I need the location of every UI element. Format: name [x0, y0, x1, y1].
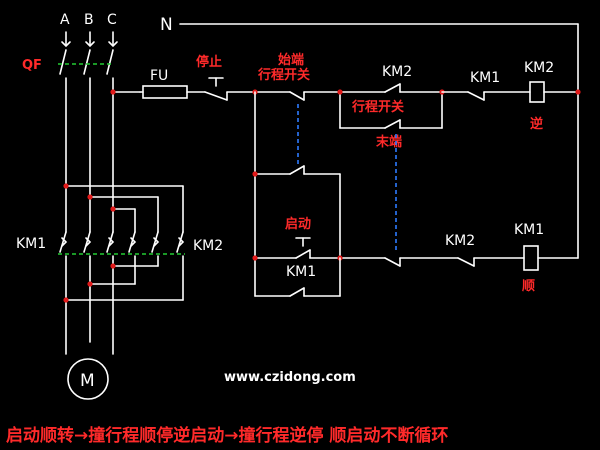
reverse-label: 逆	[530, 116, 543, 132]
phase-c-label: C	[107, 12, 117, 28]
start-label: 启动	[285, 216, 311, 232]
km1-coil-label: KM1	[514, 222, 544, 238]
power-circuit: A B C QF	[16, 12, 223, 400]
km1-interlock-nc	[467, 91, 485, 101]
km1-top-label: KM1	[470, 70, 500, 86]
qf-label: QF	[22, 58, 42, 73]
neutral-label: N	[160, 15, 173, 35]
phase-b-label: B	[84, 12, 94, 28]
phase-a-label: A	[60, 12, 70, 28]
start-button	[295, 237, 311, 259]
qf-breaker	[58, 49, 114, 75]
stop-label: 停止	[196, 54, 222, 70]
km1-coil	[523, 245, 539, 271]
website-text: www.czidong.com	[224, 370, 356, 385]
km2-main-contacts	[128, 231, 185, 253]
motor-label: M	[80, 371, 95, 391]
km2-aux-no	[384, 83, 401, 93]
km2-coil	[529, 81, 545, 103]
start-limit-no	[289, 165, 305, 175]
km1-main-label: KM1	[16, 236, 46, 252]
fuse-label: FU	[150, 68, 168, 84]
control-circuit: N FU 停止 始端 行程开关	[139, 15, 581, 297]
km2-top-label: KM2	[382, 64, 412, 80]
km2-interlock-nc	[457, 257, 475, 267]
fuse-symbol	[142, 85, 188, 99]
km2-main-label: KM2	[193, 238, 223, 254]
km1-main-contacts	[59, 231, 115, 253]
end-limit-no	[384, 119, 401, 129]
final-end-label: 末端	[375, 134, 402, 150]
km1-hold-no	[289, 287, 305, 297]
forward-label: 顺	[522, 279, 535, 294]
limit-switch-label: 行程开关	[351, 99, 404, 115]
start-end-label: 始端	[278, 52, 304, 68]
caption: 启动顺转→撞行程顺停逆启动→撞行程逆停 顺启动不断循环	[6, 425, 448, 446]
start-limit-nc	[289, 91, 305, 101]
km2-lower-label: KM2	[445, 233, 475, 249]
km2-coil-label: KM2	[524, 60, 554, 76]
end-limit-nc	[384, 257, 401, 267]
km1-hold-label: KM1	[286, 264, 316, 280]
stop-button	[204, 77, 228, 101]
motor: M	[67, 358, 109, 400]
start-end-switch-label: 行程开关	[257, 67, 310, 83]
